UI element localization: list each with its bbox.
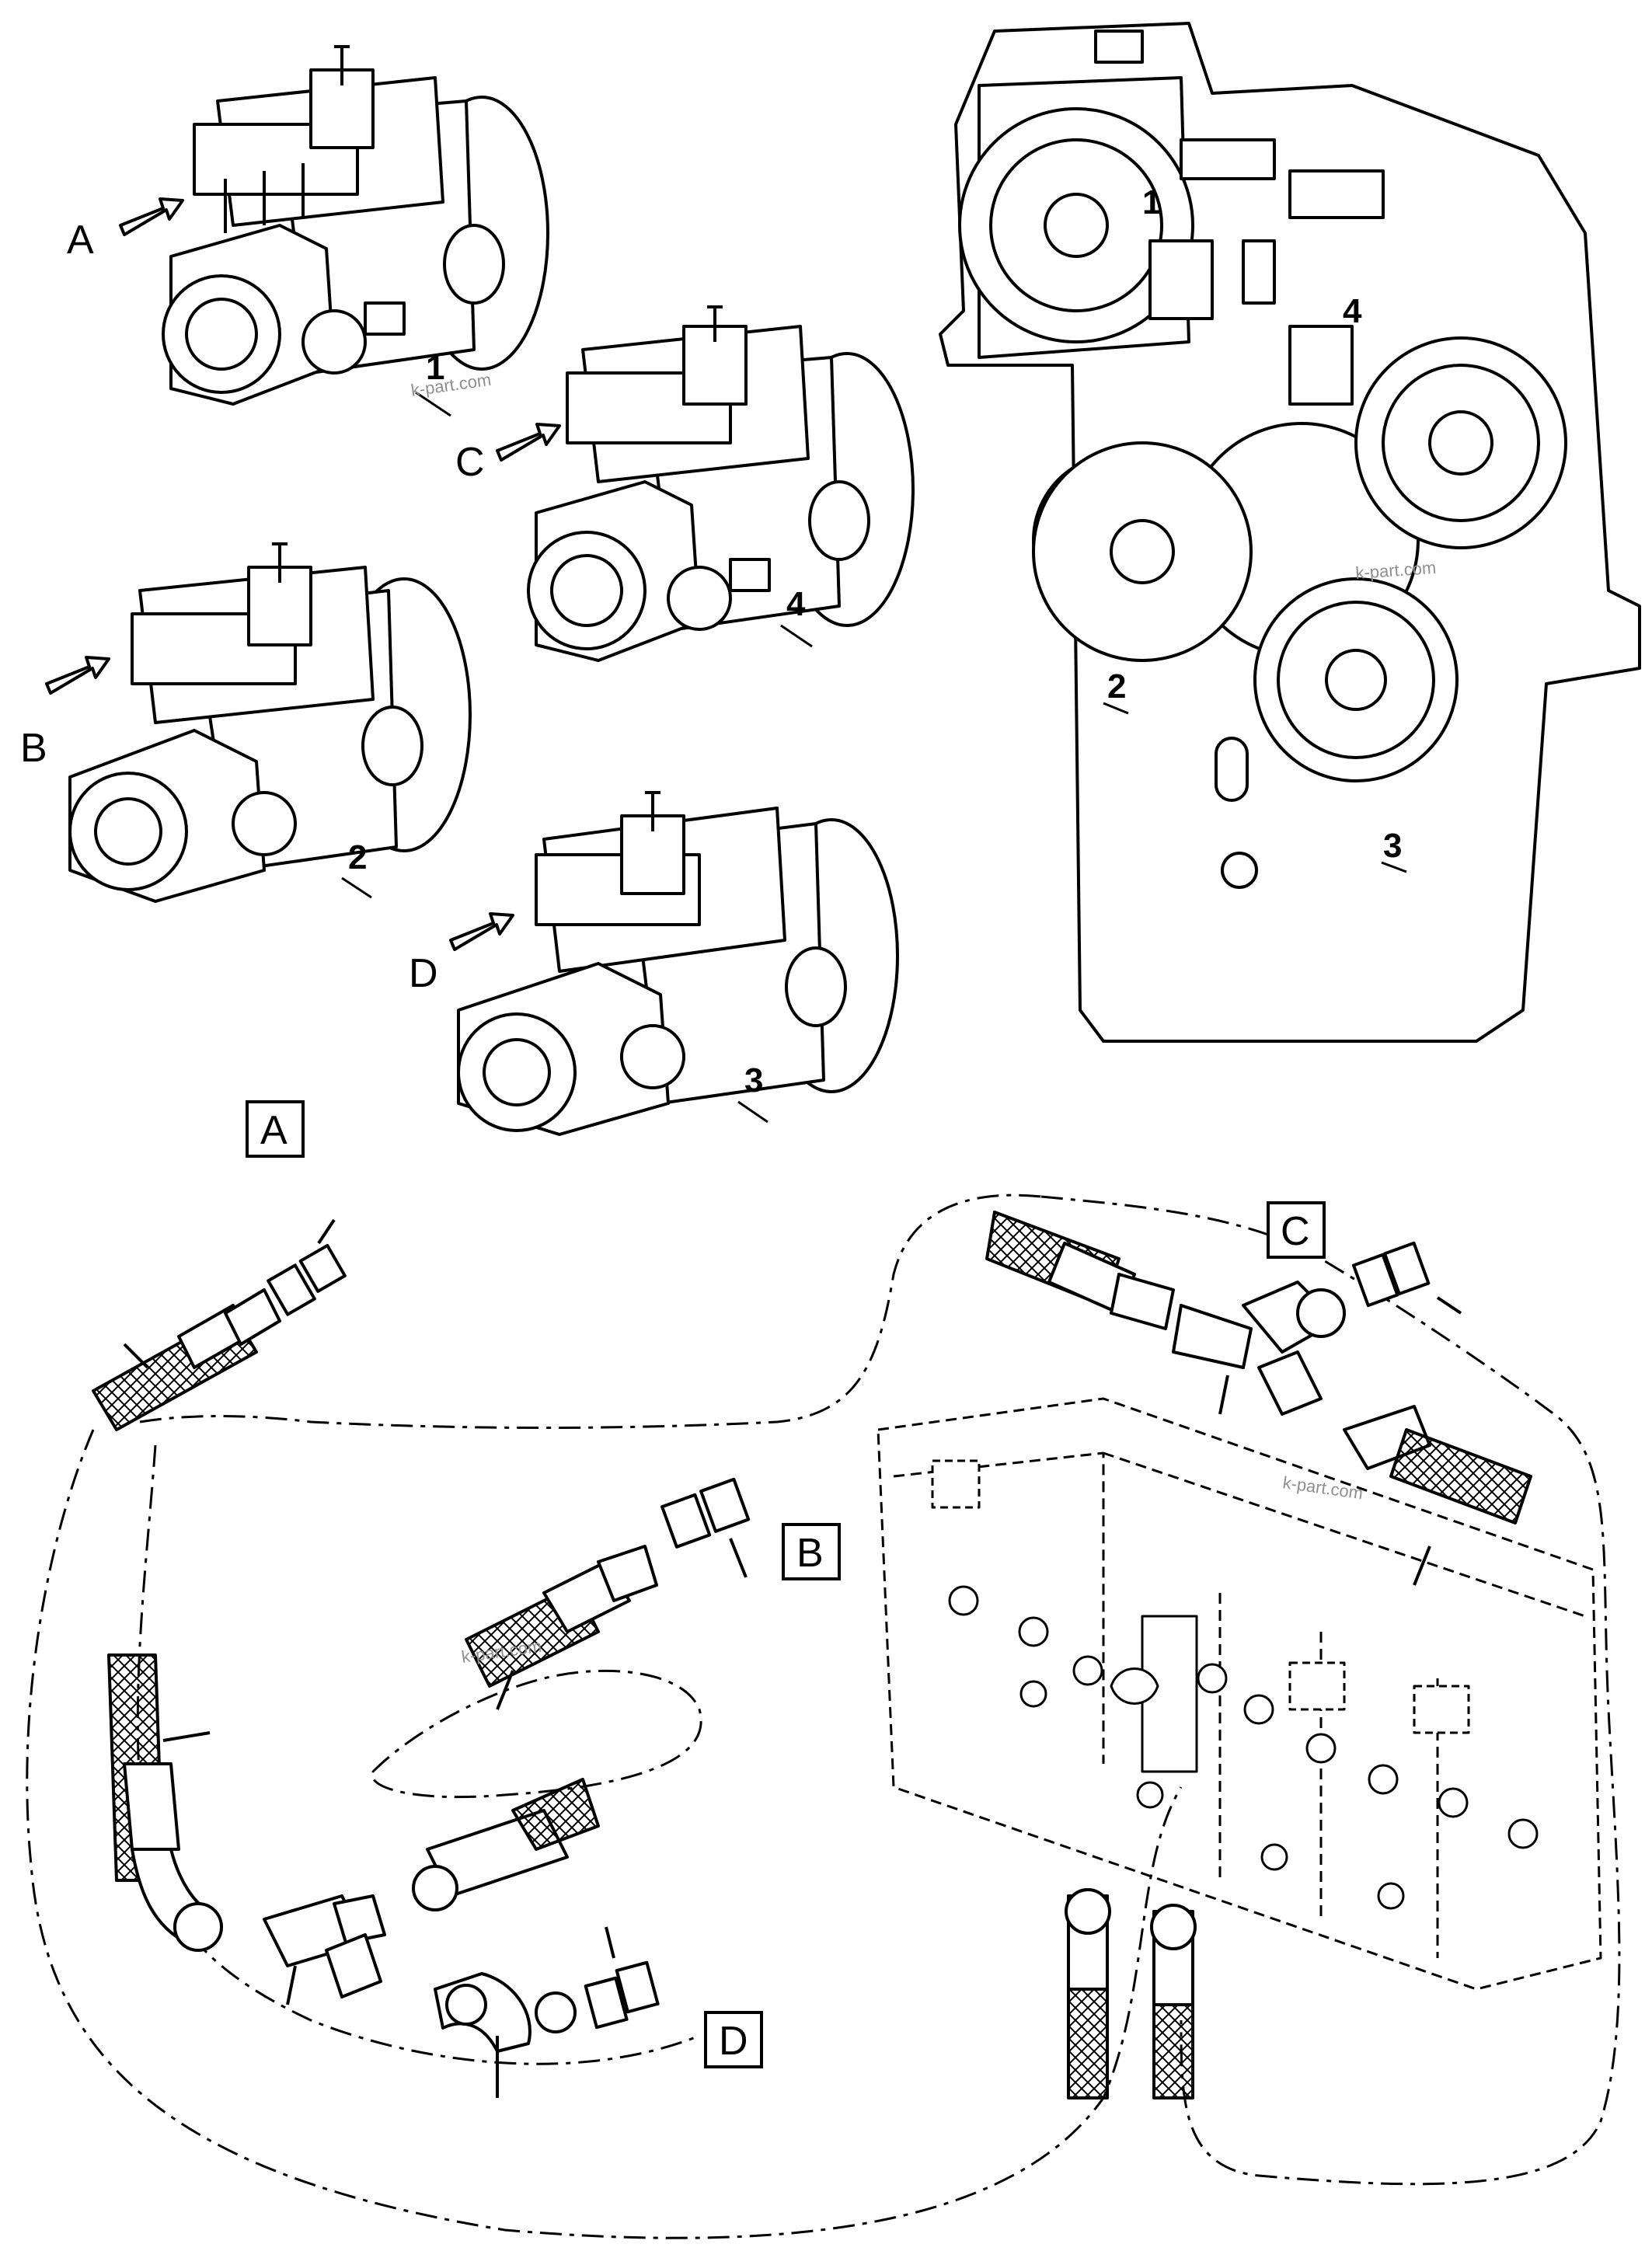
pump-3-drawing <box>457 791 899 1136</box>
box-label-c: C <box>1267 1201 1326 1259</box>
arrow-b <box>45 656 110 695</box>
hose-assembly-a <box>92 1218 347 1431</box>
arrow-c <box>496 423 561 462</box>
pump-label-c: C <box>455 440 485 485</box>
pump-2-callouts: B 2 <box>20 656 372 899</box>
dash-outline <box>26 1193 1621 2239</box>
pump-4-drawing <box>527 305 915 662</box>
svg-text:D: D <box>719 2019 748 2064</box>
pump-number-2: 2 <box>348 838 367 876</box>
pump-label-d: D <box>409 951 438 996</box>
gearbox-port-3: 3 <box>1383 827 1402 865</box>
pump-number-3: 3 <box>744 1061 763 1099</box>
gearbox-port-1: 1 <box>1142 183 1161 221</box>
svg-text:C: C <box>1281 1209 1310 1254</box>
pump-label-a: A <box>67 218 94 263</box>
control-valve-block <box>877 1397 1602 1991</box>
valve-hoses <box>1065 1888 1197 2099</box>
hose-assembly-c <box>985 1211 1532 1586</box>
arrow-a <box>119 197 184 236</box>
hose-assembly-d <box>107 1653 660 2098</box>
watermark-1: k-part.com <box>410 370 492 400</box>
arrow-d <box>449 912 514 951</box>
svg-text:A: A <box>260 1108 288 1153</box>
pump-4-callouts: C 4 <box>455 423 813 648</box>
gearbox-port-4: 4 <box>1343 292 1362 330</box>
pump-number-1: 1 <box>426 349 444 387</box>
pump-label-b: B <box>20 726 47 771</box>
watermark-4: k-part.com <box>1281 1472 1364 1503</box>
pump-1-drawing <box>162 45 549 406</box>
box-label-a: A <box>246 1100 305 1158</box>
svg-text:B: B <box>796 1531 824 1576</box>
hose-assembly-b <box>465 1477 751 1710</box>
gearbox-drawing <box>939 22 1641 1043</box>
pump-2-drawing <box>68 542 472 903</box>
box-label-b: B <box>782 1523 841 1580</box>
gearbox-port-2: 2 <box>1107 667 1126 706</box>
box-label-d: D <box>704 2011 763 2068</box>
pump-3-callouts: D 3 <box>409 912 768 1124</box>
pump-1-callouts: A 1 <box>67 197 451 417</box>
pump-number-4: 4 <box>786 585 806 623</box>
gearbox-port-numbers: 1 2 3 4 <box>1103 183 1407 873</box>
